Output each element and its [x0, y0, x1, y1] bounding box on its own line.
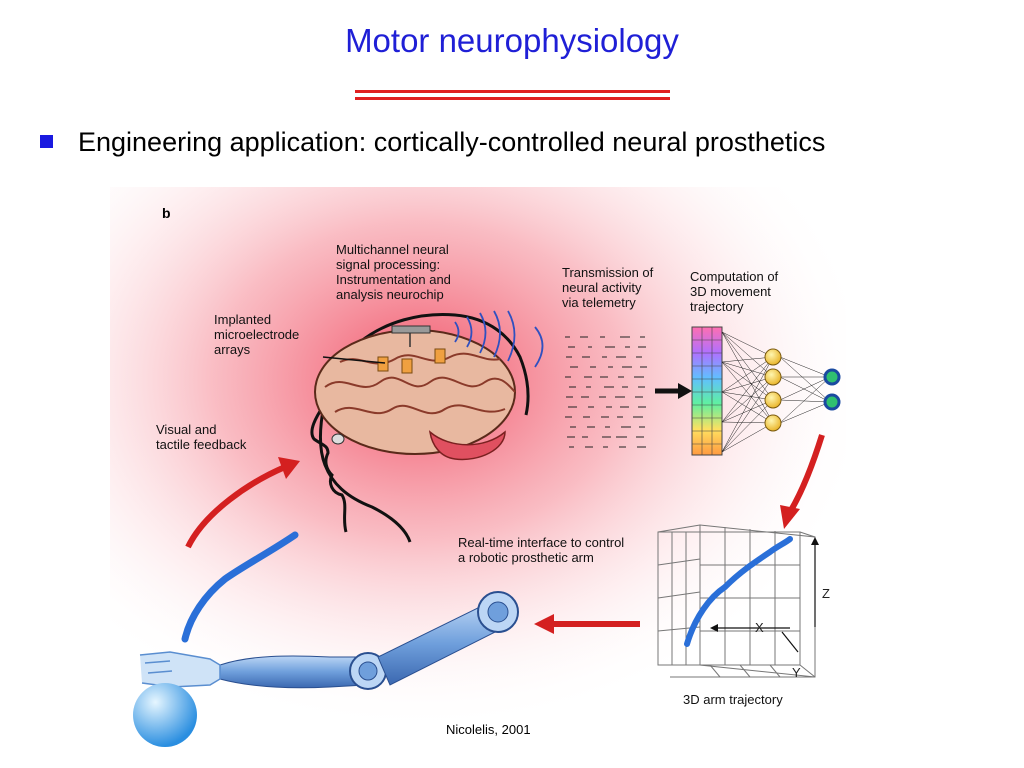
citation: Nicolelis, 2001	[446, 722, 531, 737]
feedback-arrow	[185, 464, 287, 549]
figure-graphics	[110, 187, 846, 755]
axis-label-z: Z	[822, 586, 830, 601]
axis-label-y: Y	[792, 665, 801, 680]
label-realtime: Real-time interface to control a robotic…	[458, 535, 624, 565]
neural-input-grid	[691, 326, 723, 456]
robotic-arm	[139, 591, 519, 690]
telemetry-waves	[454, 321, 460, 343]
label-transmission: Transmission of neural activity via tele…	[562, 265, 653, 310]
label-computation: Computation of 3D movement trajectory	[690, 269, 778, 314]
neurochip	[391, 325, 431, 334]
label-feedback-text: Visual and tactile feedback	[156, 422, 247, 452]
title-rule-bottom	[355, 97, 670, 100]
neural-prosthetics-figure: b Multichannel neural signal processing:…	[110, 187, 846, 755]
axis-y	[781, 631, 799, 653]
trajectory-curve	[684, 536, 793, 647]
forearm	[219, 655, 366, 689]
face-outline	[310, 404, 348, 533]
label-transmission-text: Transmission of neural activity via tele…	[562, 265, 654, 310]
spike-raster	[565, 336, 647, 448]
label-computation-text: Computation of 3D movement trajectory	[690, 269, 779, 314]
network-connections	[721, 331, 831, 453]
electrode-array	[401, 358, 413, 374]
robotic-hand	[139, 651, 221, 688]
hidden-node	[764, 348, 782, 366]
label-implanted-text: Implanted microelectrode arrays	[214, 312, 300, 357]
brain	[314, 329, 516, 455]
cerebellum	[428, 430, 506, 461]
label-feedback: Visual and tactile feedback	[156, 422, 246, 452]
arm-trajectory-curve	[181, 531, 299, 643]
bullet-text: Engineering application: cortically-cont…	[78, 127, 826, 157]
slide-title: Motor neurophysiology	[345, 22, 679, 59]
axis-label-x: X	[755, 620, 764, 635]
output-node	[823, 368, 841, 386]
label-multichannel-text: Multichannel neural signal processing: I…	[336, 242, 451, 302]
label-realtime-text: Real-time interface to control a robotic…	[458, 535, 625, 565]
label-multichannel: Multichannel neural signal processing: I…	[336, 242, 451, 302]
target-ball	[133, 683, 197, 747]
electrode-array	[377, 356, 389, 372]
bullet-marker	[40, 135, 53, 148]
label-implanted: Implanted microelectrode arrays	[214, 312, 299, 357]
hidden-node	[764, 391, 782, 409]
background-glow	[110, 187, 846, 755]
output-node	[823, 393, 841, 411]
panel-letter: b	[162, 205, 171, 221]
hidden-node	[764, 368, 782, 386]
hidden-node	[764, 414, 782, 432]
title-rule-top	[355, 90, 670, 93]
ear-device	[331, 433, 345, 445]
electrode-array	[434, 348, 446, 364]
label-arm-trajectory: 3D arm trajectory	[683, 692, 783, 707]
decoder-to-trajectory-arrow	[787, 434, 825, 514]
